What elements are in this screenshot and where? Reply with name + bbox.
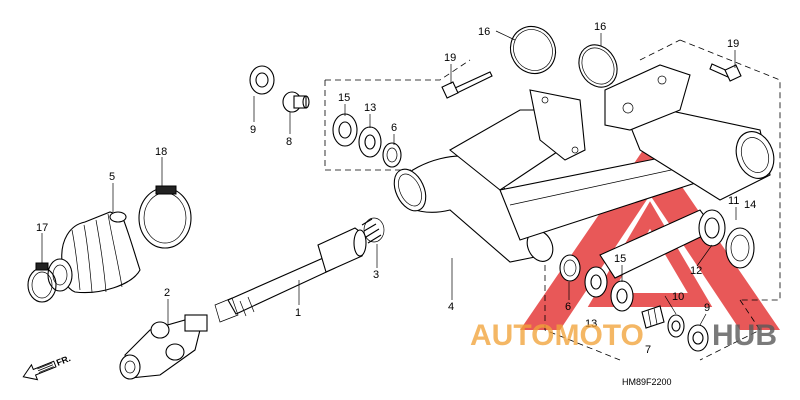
seal-part-9 — [249, 65, 275, 95]
watermark-text-hub: HUB — [712, 319, 777, 352]
callout-16-right: 16 — [594, 21, 606, 33]
callout-13-lower: 13 — [585, 318, 597, 330]
callout-4: 4 — [448, 301, 454, 313]
bolt-part-19-right — [709, 63, 742, 82]
callout-12: 12 — [690, 265, 702, 277]
bearing-part-13-lower — [584, 266, 608, 298]
callout-10: 10 — [672, 291, 684, 303]
bearing-part-15-upper — [332, 113, 358, 147]
bearing-part-10 — [667, 314, 685, 338]
spring-part-3 — [361, 217, 385, 244]
callout-6-upper: 6 — [391, 122, 397, 134]
callout-19-right: 19 — [727, 38, 739, 50]
collar-part-7 — [641, 305, 665, 329]
bolt-part-19-left — [441, 71, 493, 99]
callout-numbers: 5 18 17 2 1 3 9 8 15 13 6 16 16 19 19 4 … — [36, 21, 756, 356]
seal-part-6-upper — [382, 142, 402, 168]
callout-15-upper: 15 — [338, 92, 350, 104]
leader-lines — [41, 30, 737, 326]
seal-part-6-lower — [559, 254, 581, 282]
watermark-text-automoto: AUTOMOTO — [470, 319, 644, 352]
universal-joint-part-2 — [119, 314, 208, 380]
callout-8: 8 — [286, 136, 292, 148]
callout-19-left: 19 — [444, 52, 456, 64]
callout-18: 18 — [155, 146, 167, 158]
oring-part-16-left — [509, 25, 557, 75]
callout-17: 17 — [36, 222, 48, 234]
callout-1: 1 — [295, 307, 301, 319]
assembly-outline — [324, 39, 781, 361]
callout-2: 2 — [164, 287, 170, 299]
boot-part-5 — [47, 211, 141, 294]
callout-14: 14 — [744, 199, 756, 211]
callout-15-lower: 15 — [614, 253, 626, 265]
bearing-part-11 — [698, 209, 726, 247]
callout-9-lower: 9 — [704, 302, 710, 314]
callout-5: 5 — [109, 171, 115, 183]
bearing-part-15-lower — [610, 280, 634, 312]
clamp-part-18 — [138, 185, 192, 249]
front-direction-arrow: FR. — [22, 353, 72, 381]
callout-16-left: 16 — [478, 26, 490, 38]
drive-shaft-part-1 — [214, 227, 367, 323]
swingarm-part-4 — [393, 64, 775, 279]
bearing-part-13-upper — [358, 126, 382, 158]
seal-part-9-lower — [687, 324, 709, 352]
oring-part-16-right — [578, 44, 618, 88]
callout-13-upper: 13 — [364, 102, 376, 114]
front-direction-label: FR. — [55, 353, 72, 368]
callout-11: 11 — [728, 195, 739, 207]
callout-9-upper: 9 — [250, 124, 256, 136]
bearing-part-8 — [282, 91, 310, 113]
seal-part-14 — [725, 227, 755, 269]
diagram-code: HM89F2200 — [622, 377, 672, 387]
callout-7: 7 — [645, 344, 651, 356]
callout-3: 3 — [373, 269, 379, 281]
callout-6-lower: 6 — [565, 301, 571, 313]
